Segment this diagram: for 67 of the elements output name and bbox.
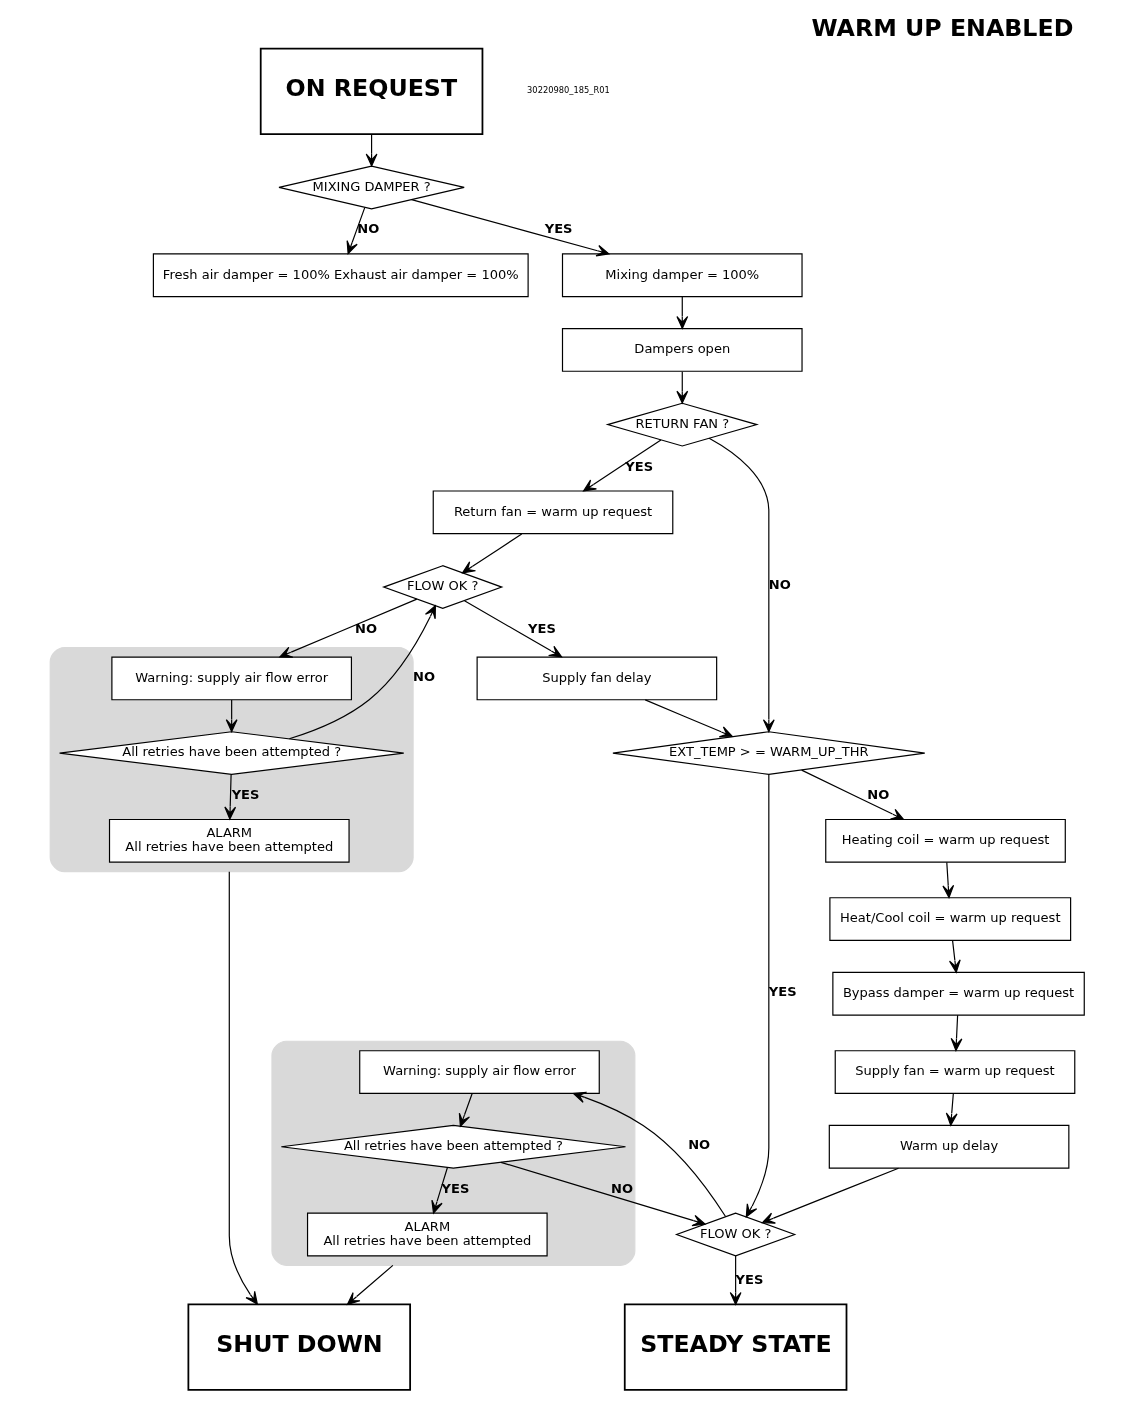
arrow [225, 699, 238, 733]
edge-label: YES [768, 983, 797, 999]
node-box: Heating coil = warm up request [825, 818, 1066, 863]
arrow [224, 773, 237, 820]
node-box: Warm up delay [828, 1124, 1070, 1169]
label: 30220980_185_R01 [527, 85, 610, 96]
edge-label: YES [231, 787, 260, 803]
arrow [676, 371, 689, 404]
arrow [346, 207, 366, 255]
edge-label: YES [528, 621, 556, 637]
diagram-title: WARM UP ENABLED [811, 13, 1074, 42]
arrow [676, 296, 689, 329]
node-box: Supply fan = warm up request [834, 1050, 1076, 1094]
edge-label: NO [867, 787, 890, 803]
arrow [761, 1167, 900, 1224]
edge-label: NO [413, 668, 436, 684]
node-box: Fresh air damper = 100% Exhaust air damper = 100% [152, 253, 529, 298]
node-box: Warning: supply air flow error [359, 1050, 600, 1094]
edge-label: YES [544, 221, 573, 237]
edge-label: YES [625, 458, 654, 474]
arrow [950, 1014, 963, 1052]
arrow [583, 439, 662, 492]
arrow [729, 1255, 742, 1305]
arrow [948, 940, 961, 973]
node-diamond: RETURN FAN ? [605, 402, 759, 447]
node-box: ON REQUEST [259, 47, 484, 135]
node-diamond: MIXING DAMPER ? [278, 165, 465, 210]
edge-label: NO [688, 1136, 711, 1152]
node-box: Supply fan delay [476, 656, 718, 701]
node-diamond: EXT_TEMP > = WARM_UP_THR [612, 731, 926, 776]
arrow [745, 774, 770, 1218]
arrow [410, 199, 610, 257]
edge-label: NO [611, 1180, 634, 1196]
node-diamond: All retries have been attempted ? [280, 1124, 627, 1169]
edge-label: YES [441, 1180, 470, 1196]
arrow [500, 1161, 706, 1227]
edge-label: NO [354, 621, 377, 637]
arrow [644, 699, 733, 738]
arrow [288, 605, 436, 740]
arrow [458, 1093, 473, 1127]
arrow [708, 437, 775, 733]
node-box: STEADY STATE [623, 1303, 848, 1391]
node-box: Return fan = warm up request [432, 490, 674, 535]
arrow [942, 861, 955, 899]
node-box: Warning: supply air flow error [111, 656, 353, 701]
node-box: Heat/Cool coil = warm up request [829, 897, 1072, 942]
arrow [801, 769, 905, 820]
cluster [271, 1040, 636, 1266]
node-diamond: FLOW OK ? [381, 565, 504, 610]
arrow [462, 533, 523, 574]
node-box: Dampers open [561, 327, 803, 372]
arrow [279, 598, 418, 658]
node-diamond: All retries have been attempted ? [58, 731, 405, 776]
arrow [228, 871, 258, 1305]
arrow [346, 1264, 394, 1305]
arrow [463, 600, 563, 658]
node-box: Mixing damper = 100% [561, 253, 803, 298]
arrow [431, 1167, 448, 1214]
node-box: ALARM All retries have been attempted [108, 818, 350, 863]
edge-label: NO [357, 221, 380, 237]
node-box: SHUT DOWN [187, 1303, 411, 1391]
arrow [572, 1091, 727, 1218]
node-box: ALARM All retries have been attempted [306, 1212, 548, 1257]
node-box: Bypass damper = warm up request [832, 971, 1085, 1016]
edge-label: NO [768, 577, 791, 593]
arrow [945, 1093, 958, 1126]
arrow [365, 133, 378, 167]
